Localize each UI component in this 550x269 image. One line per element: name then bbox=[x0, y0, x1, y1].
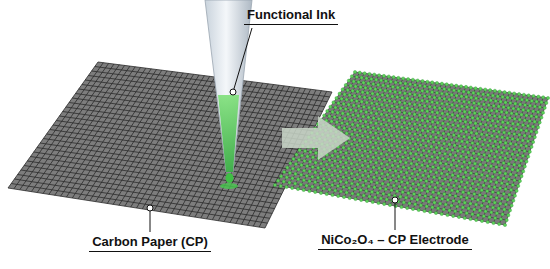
leader-dot bbox=[230, 89, 236, 95]
callout-label: Carbon Paper (CP) bbox=[89, 234, 211, 252]
leader-dot bbox=[147, 205, 153, 211]
callout-label: NiCo₂O₄ – CP Electrode bbox=[318, 232, 472, 250]
callout-label: Functional Ink bbox=[244, 7, 338, 25]
pipette-tip bbox=[205, 0, 252, 172]
nicoo-particles bbox=[273, 70, 549, 226]
leader-line bbox=[395, 200, 396, 230]
leader-dot bbox=[392, 197, 398, 203]
process-arrow bbox=[282, 116, 350, 160]
leader-line bbox=[233, 28, 252, 92]
ink-in-tip bbox=[218, 95, 239, 172]
ink-drop bbox=[226, 173, 234, 183]
leader-line bbox=[150, 208, 151, 232]
ink-spot bbox=[220, 183, 238, 189]
